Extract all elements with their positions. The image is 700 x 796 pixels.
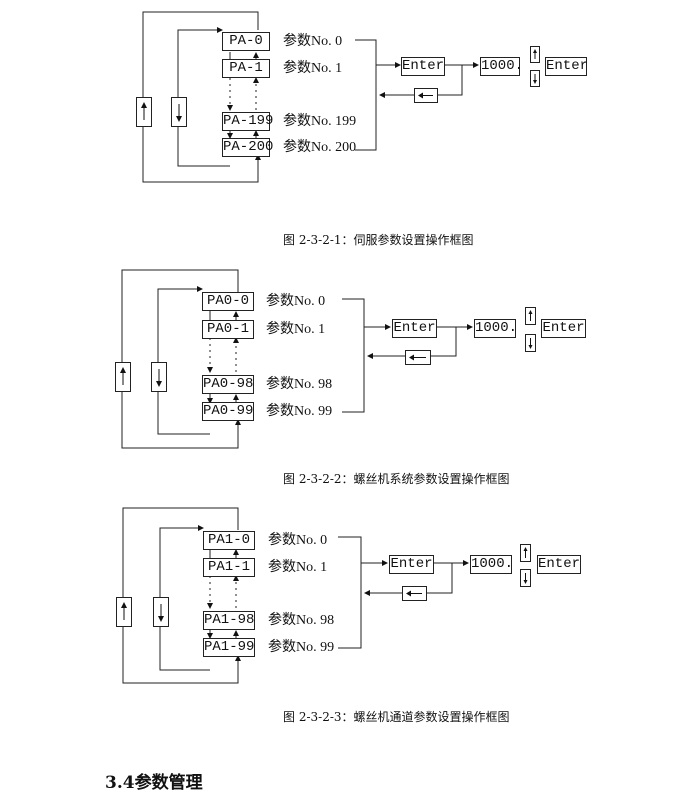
param-box-3: PA0-99 [202, 402, 254, 421]
down-arrow-icon [158, 604, 164, 622]
enter-confirm-box: Enter [537, 555, 581, 574]
param-label-2: 参数No. 199 [283, 114, 357, 129]
param-label-2: 参数No. 98 [266, 377, 333, 392]
figure-caption: 图 2-3-2-3：螺丝机通道参数设置操作框图 [283, 710, 510, 724]
param-label-3: 参数No. 200 [283, 140, 357, 155]
enter-box: Enter [401, 57, 445, 76]
down-key-box[interactable] [171, 97, 187, 127]
left-arrow-icon [418, 92, 433, 99]
up-key-small[interactable] [520, 544, 531, 562]
param-box-2: PA0-98 [202, 375, 254, 394]
servo-parameter-diagram: PA-0 PA-1 PA-199 PA-200 参数No. 0 参数No. 1 … [0, 0, 700, 250]
param-box-0: PA0-0 [202, 292, 254, 311]
param-label-1: 参数No. 1 [268, 560, 328, 575]
back-key-box [414, 88, 438, 103]
up-key-box[interactable] [115, 362, 131, 392]
value-box: 1000. [474, 319, 518, 338]
down-arrow-icon [176, 104, 182, 122]
figure-caption: 图 2-3-2-2：螺丝机系统参数设置操作框图 [283, 472, 510, 486]
down-key-small[interactable] [530, 70, 540, 87]
value-box: 1000. [480, 57, 524, 76]
param-label-3: 参数No. 99 [266, 404, 333, 419]
down-arrow-icon [528, 338, 533, 349]
param-label-0: 参数No. 0 [283, 34, 343, 49]
param-label-2: 参数No. 98 [268, 613, 335, 628]
param-label-1: 参数No. 1 [283, 61, 343, 76]
enter-confirm-box: Enter [541, 319, 586, 338]
flow-lines [121, 269, 473, 449]
down-arrow-icon [156, 369, 162, 387]
up-arrow-icon [523, 547, 528, 558]
param-box-3: PA-200 [222, 138, 274, 157]
param-box-3: PA1-99 [203, 638, 255, 657]
param-box-2: PA1-98 [203, 611, 255, 630]
left-arrow-icon [406, 590, 422, 597]
up-arrow-icon [141, 102, 147, 120]
enter-box: Enter [389, 555, 434, 574]
param-box-1: PA1-1 [203, 558, 255, 577]
screw-channel-parameter-diagram: PA1-0 PA1-1 PA1-98 PA1-99 参数No. 0 参数No. … [0, 500, 700, 740]
up-arrow-icon [528, 310, 533, 321]
param-label-3: 参数No. 99 [268, 640, 335, 655]
value-box: 1000. [470, 555, 514, 574]
param-label-1: 参数No. 1 [266, 322, 326, 337]
up-arrow-icon [121, 602, 127, 620]
back-key-box [402, 586, 427, 601]
up-key-box[interactable] [116, 597, 132, 627]
flow-lines [122, 507, 469, 684]
up-arrow-icon [120, 367, 126, 385]
section-heading: 3.4参数管理 [105, 773, 203, 793]
down-key-small[interactable] [520, 569, 531, 587]
param-box-0: PA1-0 [203, 531, 255, 550]
param-box-1: PA-1 [222, 59, 270, 78]
up-arrow-icon [533, 49, 537, 59]
param-label-0: 参数No. 0 [266, 294, 326, 309]
enter-box: Enter [392, 319, 437, 338]
down-key-small[interactable] [525, 334, 536, 352]
figure-caption: 图 2-3-2-1：伺服参数设置操作框图 [283, 233, 474, 247]
left-arrow-icon [409, 354, 426, 361]
screw-system-parameter-diagram: PA0-0 PA0-1 PA0-98 PA0-99 参数No. 0 参数No. … [0, 262, 700, 502]
down-arrow-icon [533, 74, 537, 84]
param-label-0: 参数No. 0 [268, 533, 328, 548]
up-key-box[interactable] [136, 97, 152, 127]
down-key-box[interactable] [151, 362, 167, 392]
down-key-box[interactable] [153, 597, 169, 627]
down-arrow-icon [523, 573, 528, 584]
up-key-small[interactable] [530, 46, 540, 63]
param-box-0: PA-0 [222, 32, 270, 51]
enter-confirm-box: Enter [545, 57, 589, 76]
back-key-box [405, 350, 431, 365]
up-key-small[interactable] [525, 307, 536, 325]
param-box-2: PA-199 [222, 112, 274, 131]
param-box-1: PA0-1 [202, 320, 254, 339]
